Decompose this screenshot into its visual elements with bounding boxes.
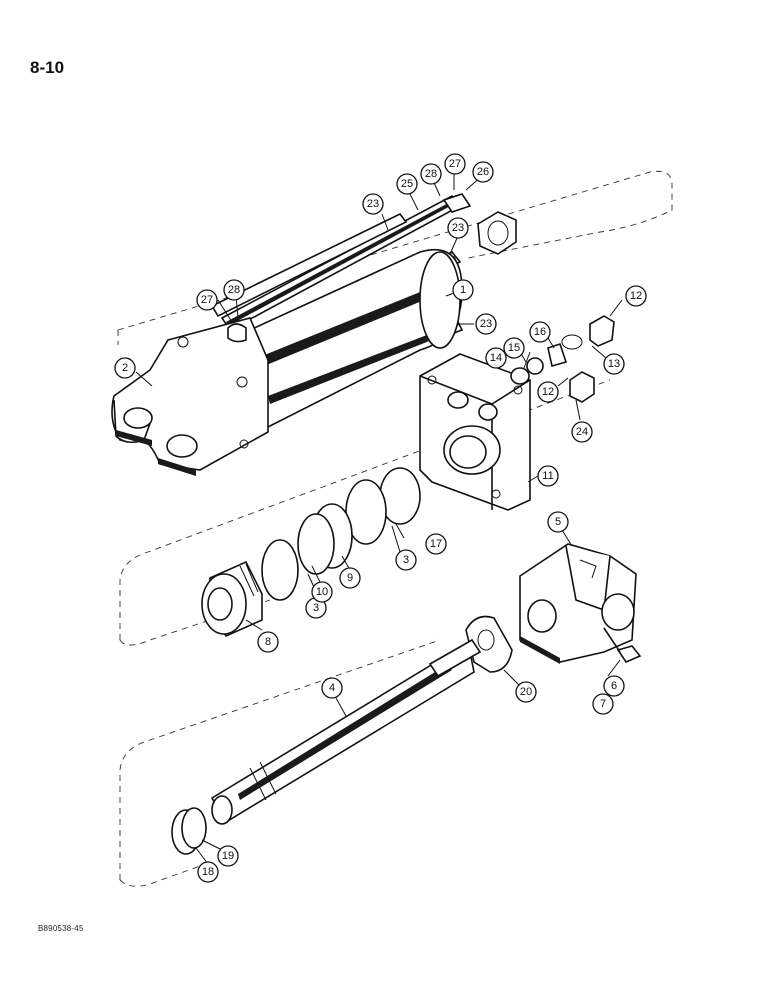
svg-text:6: 6 (611, 680, 617, 692)
rod-end-rings (171, 807, 207, 855)
svg-text:23: 23 (367, 198, 379, 210)
callout-15: 15 (503, 337, 525, 359)
callout-19: 19 (217, 845, 239, 867)
callout-14: 14 (485, 347, 507, 369)
cylinder-barrel (249, 248, 463, 432)
svg-text:12: 12 (630, 290, 642, 302)
svg-text:24: 24 (576, 426, 588, 438)
callout-10: 10 (311, 581, 333, 603)
svg-text:8: 8 (265, 636, 271, 648)
svg-text:27: 27 (201, 294, 213, 306)
callout-28: 28 (223, 279, 245, 301)
callout-6: 6 (603, 675, 625, 697)
svg-text:14: 14 (490, 352, 502, 364)
svg-text:9: 9 (347, 572, 353, 584)
svg-text:11: 11 (542, 470, 553, 482)
svg-text:15: 15 (508, 342, 520, 354)
cylinder-head (419, 353, 531, 511)
svg-text:18: 18 (202, 866, 214, 878)
figure-reference-code: B890538-45 (38, 924, 84, 933)
port-fittings (510, 315, 615, 403)
callout-23: 23 (362, 193, 384, 215)
callout-27: 27 (444, 153, 466, 175)
svg-text:23: 23 (480, 318, 492, 330)
svg-text:13: 13 (608, 358, 620, 370)
callout-12: 12 (625, 285, 647, 307)
svg-text:26: 26 (477, 166, 489, 178)
svg-text:28: 28 (425, 168, 437, 180)
piston-seals (261, 467, 421, 601)
callout-4: 4 (321, 677, 343, 699)
tie-rod-nut (227, 193, 517, 343)
page-number: 8-10 (30, 58, 65, 77)
svg-text:10: 10 (316, 586, 328, 598)
callout-7: 7 (592, 693, 614, 715)
callout-9: 9 (339, 567, 361, 589)
piston (201, 560, 263, 638)
callout-1: 1 (452, 279, 474, 301)
callout-5: 5 (547, 511, 569, 533)
svg-text:5: 5 (555, 516, 561, 528)
svg-text:2: 2 (122, 362, 128, 374)
svg-text:12: 12 (542, 386, 554, 398)
callout-23: 23 (475, 313, 497, 335)
svg-text:25: 25 (401, 178, 413, 190)
svg-text:17: 17 (430, 538, 442, 550)
svg-text:7: 7 (600, 698, 606, 710)
svg-text:27: 27 (449, 158, 461, 170)
callout-24: 24 (571, 421, 593, 443)
callout-26: 26 (472, 161, 494, 183)
assembly-group-outlines (117, 170, 673, 887)
svg-text:20: 20 (520, 686, 532, 698)
svg-text:28: 28 (228, 284, 240, 296)
piston-rod (210, 638, 482, 825)
callout-2: 2 (114, 357, 136, 379)
svg-text:16: 16 (534, 326, 546, 338)
clevis-end-cap (111, 317, 269, 476)
callout-20: 20 (515, 681, 537, 703)
callout-27: 27 (196, 289, 218, 311)
svg-text:3: 3 (313, 602, 319, 614)
callout-3: 3 (395, 549, 417, 571)
svg-text:4: 4 (329, 682, 335, 694)
callout-23: 23 (447, 217, 469, 239)
callout-17: 17 (425, 533, 447, 555)
svg-text:3: 3 (403, 554, 409, 566)
callout-11: 11 (537, 465, 559, 487)
callout-13: 13 (603, 353, 625, 375)
svg-text:23: 23 (452, 222, 464, 234)
rod-clevis (519, 543, 637, 664)
svg-text:19: 19 (222, 850, 234, 862)
callout-8: 8 (257, 631, 279, 653)
callout-16: 16 (529, 321, 551, 343)
callout-3: 3 (305, 597, 327, 619)
callout-12: 12 (537, 381, 559, 403)
callout-18: 18 (197, 861, 219, 883)
callout-25: 25 (396, 173, 418, 195)
callout-28: 28 (420, 163, 442, 185)
set-screw (603, 627, 642, 663)
rod-wiper (465, 615, 513, 673)
svg-text:1: 1 (460, 284, 466, 296)
